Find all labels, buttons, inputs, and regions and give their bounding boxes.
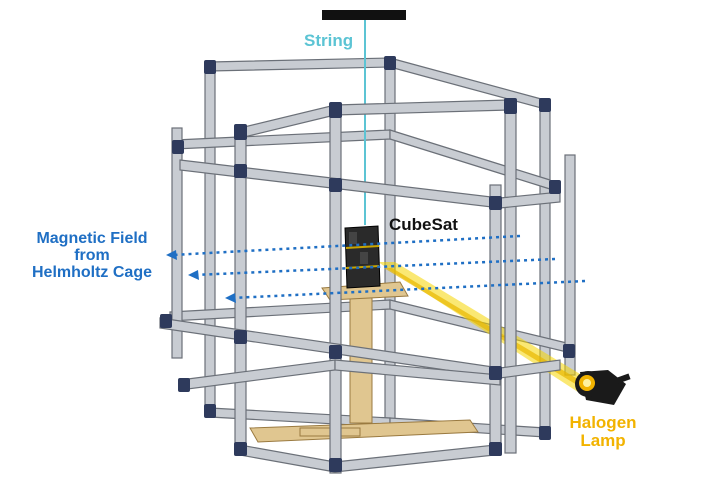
magnetic-field-label-line-1: Magnetic Field	[36, 230, 148, 247]
string-label: String	[304, 31, 354, 50]
magnetic-field-label: Magnetic Field from Helmholtz Cage	[8, 230, 176, 281]
magnetic-field-label-line-2: from	[74, 246, 110, 264]
field-arrow-3	[231, 279, 586, 300]
frame-connectors	[160, 56, 575, 472]
field-arrow-1	[171, 234, 521, 257]
halogen-lamp-icon	[575, 370, 631, 405]
cubesat-body	[344, 225, 381, 289]
field-arrow-3-head	[225, 293, 236, 303]
field-arrow-2-head	[188, 270, 199, 280]
magnetic-field-label-line-3: Helmholtz Cage	[31, 263, 152, 281]
magnetic-field-arrows	[166, 234, 586, 303]
field-arrow-1-head	[166, 250, 177, 260]
ceiling-mount	[322, 10, 406, 20]
halogen-lamp-label: Halogen Lamp	[558, 414, 648, 450]
halogen-lamp-label-line-1: Halogen	[569, 413, 637, 432]
cubesat-label: CubeSat	[389, 215, 458, 234]
light-beam-core	[384, 268, 586, 388]
halogen-lamp-label-line-2: Lamp	[580, 430, 626, 450]
